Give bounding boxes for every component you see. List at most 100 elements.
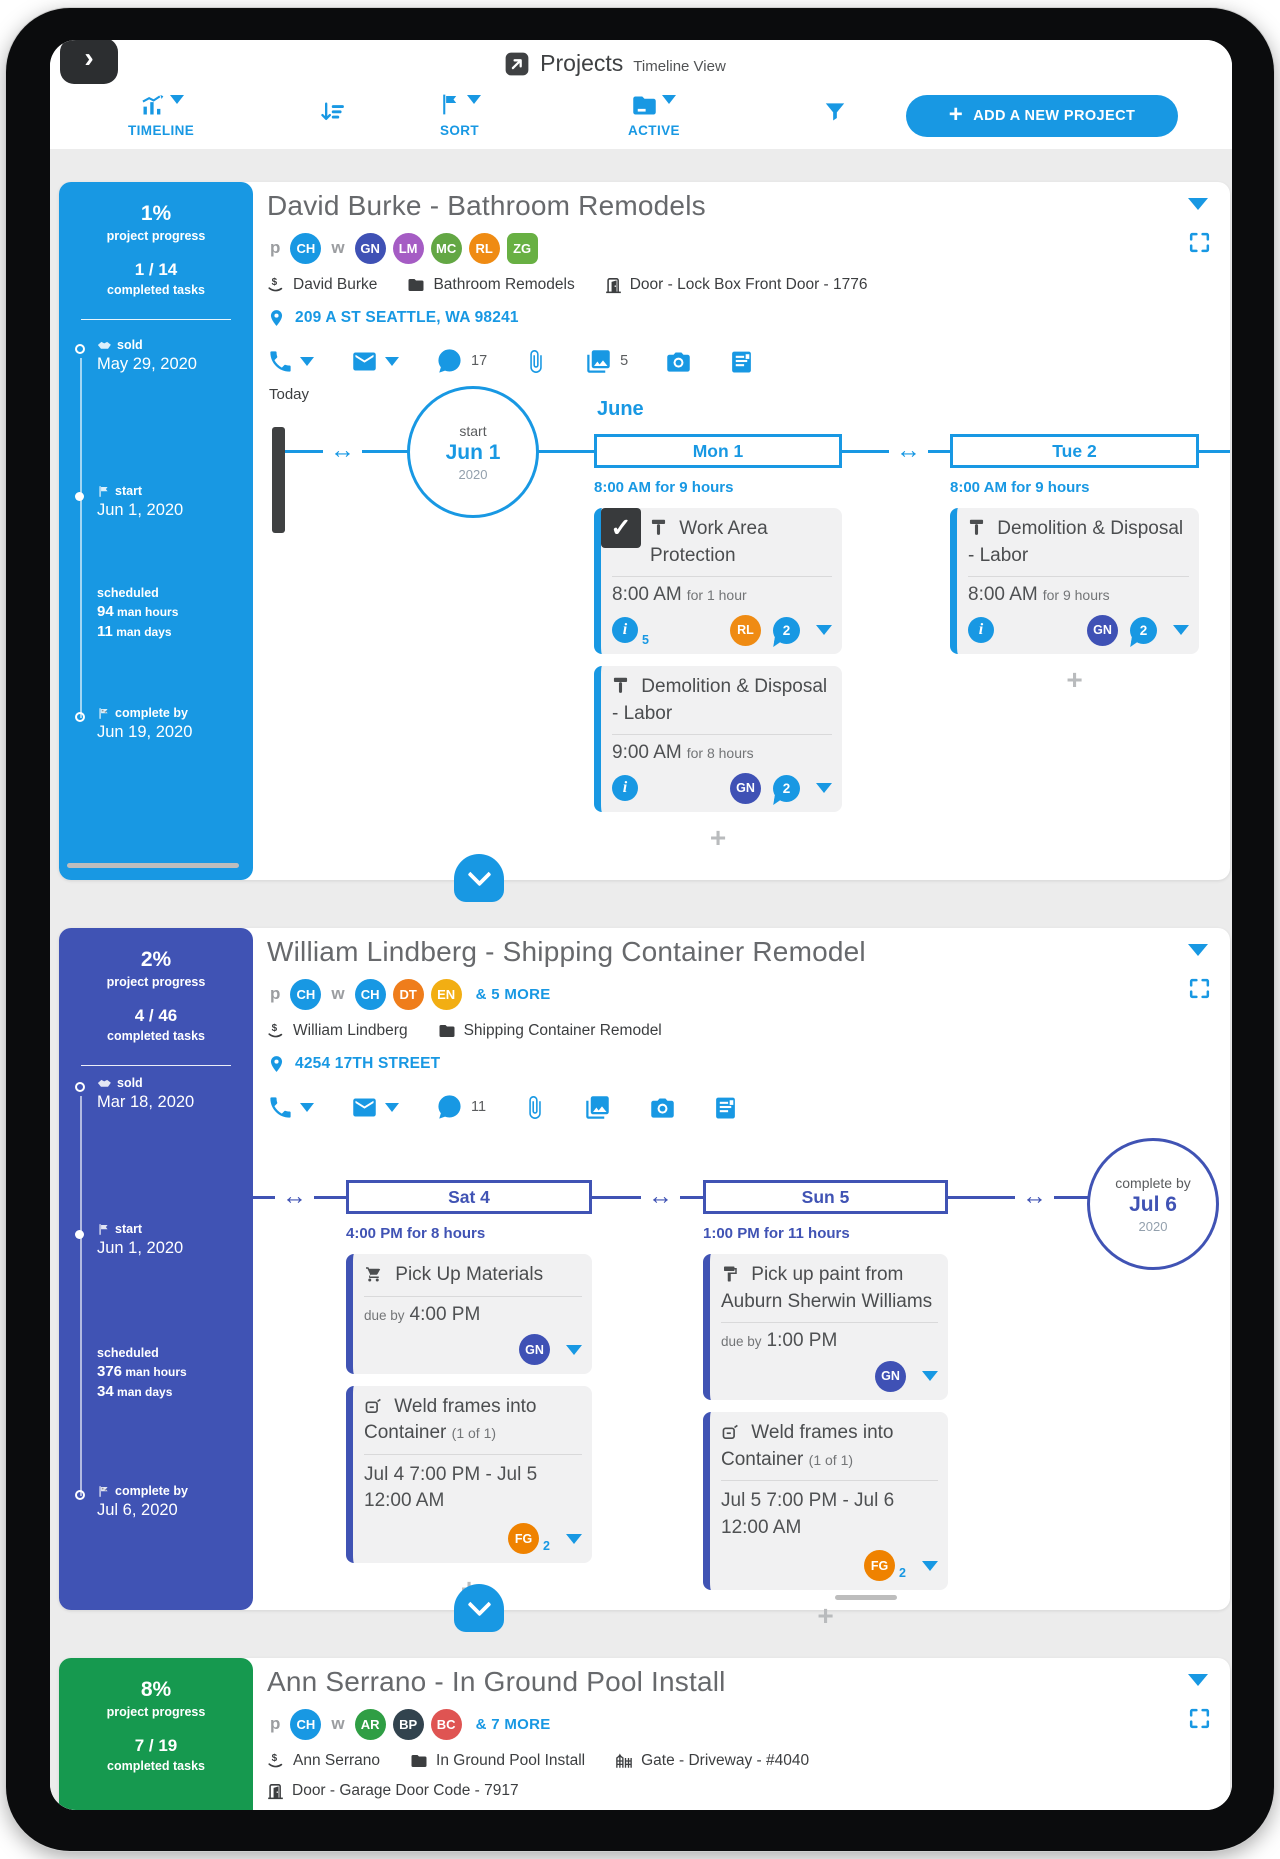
- avatar[interactable]: EN: [430, 978, 462, 1010]
- horizontal-scrollbar[interactable]: [835, 1595, 897, 1600]
- task-card[interactable]: Pick up paint from Auburn Sherwin Willia…: [703, 1254, 948, 1401]
- project-title: David Burke - Bathroom Remodels: [267, 190, 706, 221]
- task-card[interactable]: Weld frames into Container (1 of 1) Jul …: [346, 1385, 592, 1563]
- app-bar: Projects Timeline View: [50, 40, 1232, 87]
- expand-day-button[interactable]: [454, 854, 504, 902]
- collapse-caret-icon[interactable]: [1188, 944, 1208, 956]
- resize-arrow-icon[interactable]: [641, 1182, 680, 1210]
- avatar[interactable]: BC: [430, 1708, 462, 1740]
- call-button[interactable]: [267, 348, 314, 375]
- sort-order-button[interactable]: [318, 99, 346, 127]
- fullscreen-icon[interactable]: [1187, 1706, 1212, 1731]
- milestone-sold: sold Mar 18, 2020: [75, 1076, 249, 1112]
- task-caret-icon[interactable]: [922, 1560, 938, 1571]
- task-chat-badge[interactable]: 2: [1130, 616, 1157, 644]
- day-column: Tue 2 8:00 AM for 9 hours Demolition & D…: [950, 434, 1199, 696]
- avatar[interactable]: FG: [508, 1523, 540, 1555]
- address-link[interactable]: 4254 17TH STREET: [267, 1053, 1216, 1075]
- avatar[interactable]: CH: [354, 978, 386, 1010]
- fullscreen-icon[interactable]: [1187, 230, 1212, 255]
- avatar[interactable]: RL: [468, 232, 500, 264]
- today-bar: [272, 427, 285, 533]
- toolbar-active-label: ACTIVE: [628, 123, 680, 138]
- expand-day-button[interactable]: [454, 1584, 504, 1632]
- avatar[interactable]: GN: [354, 232, 386, 264]
- avatar[interactable]: ZG: [506, 232, 538, 264]
- project-main: Ann Serrano - In Ground Pool Install p C…: [253, 1658, 1230, 1810]
- task-caret-icon[interactable]: [566, 1533, 582, 1544]
- avatar[interactable]: RL: [730, 614, 761, 646]
- chat-button[interactable]: 17: [435, 347, 487, 375]
- avatar[interactable]: LM: [392, 232, 424, 264]
- fullscreen-icon[interactable]: [1187, 976, 1212, 1001]
- task-card[interactable]: Weld frames into Container (1 of 1) Jul …: [703, 1412, 948, 1590]
- attachments-button[interactable]: [523, 348, 548, 375]
- resize-arrow-icon[interactable]: [323, 436, 362, 464]
- day-box[interactable]: Mon 1: [594, 434, 842, 468]
- chat-button[interactable]: 11: [435, 1093, 486, 1121]
- horizontal-scrollbar[interactable]: [67, 863, 239, 868]
- avatar[interactable]: MC: [430, 232, 462, 264]
- checkered-flag-icon: [97, 707, 110, 720]
- avatar[interactable]: GN: [519, 1334, 550, 1366]
- email-button[interactable]: [350, 1094, 399, 1121]
- resize-arrow-icon[interactable]: [1015, 1182, 1054, 1210]
- app-screen: Projects Timeline View TIMELINE: [50, 40, 1232, 1810]
- task-caret-icon[interactable]: [816, 783, 832, 794]
- notes-button[interactable]: [713, 1093, 738, 1121]
- camera-button[interactable]: [648, 1094, 677, 1121]
- resize-arrow-icon[interactable]: [275, 1182, 314, 1210]
- collapse-caret-icon[interactable]: [1188, 1674, 1208, 1686]
- info-icon[interactable]: [612, 775, 638, 802]
- folder-icon: [407, 276, 425, 294]
- add-task-icon[interactable]: [950, 664, 1199, 696]
- avatar[interactable]: FG: [864, 1550, 896, 1582]
- sort-button[interactable]: SORT: [438, 92, 481, 138]
- photos-button[interactable]: [583, 1094, 612, 1121]
- camera-button[interactable]: [664, 348, 693, 375]
- email-button[interactable]: [350, 348, 399, 375]
- more-avatars-link[interactable]: & 7 MORE: [475, 1715, 551, 1733]
- task-caret-icon[interactable]: [1173, 625, 1189, 636]
- avatar[interactable]: CH: [290, 232, 322, 264]
- avatar[interactable]: CH: [290, 978, 322, 1010]
- attachments-button[interactable]: [522, 1094, 547, 1121]
- day-box[interactable]: Sat 4: [346, 1180, 592, 1214]
- task-checkbox-checked[interactable]: [601, 508, 641, 548]
- avatar[interactable]: DT: [392, 978, 424, 1010]
- avatar[interactable]: AR: [354, 1708, 386, 1740]
- notes-button[interactable]: [729, 347, 754, 375]
- avatar[interactable]: CH: [290, 1708, 322, 1740]
- avatar[interactable]: GN: [1087, 614, 1118, 646]
- avatar[interactable]: GN: [875, 1360, 906, 1392]
- day-box[interactable]: Tue 2: [950, 434, 1199, 468]
- sidebar-expand-button[interactable]: [60, 40, 118, 84]
- add-new-project-button[interactable]: ADD A NEW PROJECT: [906, 95, 1178, 137]
- avatar[interactable]: BP: [392, 1708, 424, 1740]
- active-filter-button[interactable]: ACTIVE: [628, 92, 680, 138]
- info-icon[interactable]: [968, 617, 994, 644]
- address-link[interactable]: 209 A ST SEATTLE, WA 98241: [267, 307, 1216, 329]
- photos-button[interactable]: 5: [584, 348, 628, 375]
- view-timeline-button[interactable]: TIMELINE: [128, 92, 194, 138]
- call-button[interactable]: [267, 1094, 314, 1121]
- avatar[interactable]: GN: [730, 772, 761, 804]
- day-box[interactable]: Sun 5: [703, 1180, 948, 1214]
- resize-arrow-icon[interactable]: [889, 436, 928, 464]
- task-caret-icon[interactable]: [816, 625, 832, 636]
- more-avatars-link[interactable]: & 5 MORE: [475, 985, 551, 1003]
- add-task-icon[interactable]: [594, 822, 842, 854]
- add-task-icon[interactable]: [703, 1600, 948, 1632]
- collapse-caret-icon[interactable]: [1188, 198, 1208, 210]
- task-caret-icon[interactable]: [922, 1371, 938, 1382]
- info-icon[interactable]: 5: [612, 617, 649, 647]
- svg-text:$: $: [272, 277, 278, 288]
- task-chat-badge[interactable]: 2: [773, 616, 800, 644]
- filter-button[interactable]: [822, 99, 848, 125]
- task-caret-icon[interactable]: [566, 1344, 582, 1355]
- task-chat-badge[interactable]: 2: [773, 774, 800, 802]
